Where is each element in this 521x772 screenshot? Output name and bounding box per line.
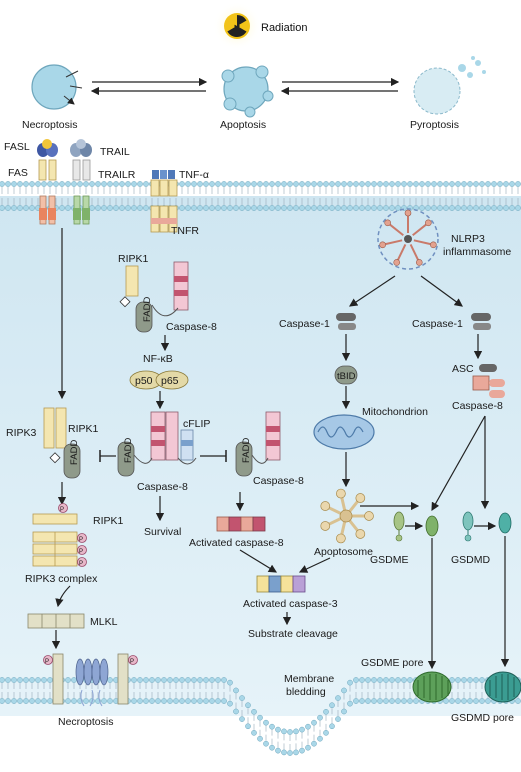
apoptosis-cell-icon <box>221 65 274 118</box>
p-mark-5: P <box>45 659 49 665</box>
mitochondrion-icon <box>313 414 375 450</box>
caspase8-right-label: Caspase-8 <box>253 475 304 487</box>
mlkl-label: MLKL <box>90 616 118 628</box>
cytoplasm-area <box>0 196 521 716</box>
nfkb-label: NF-κB <box>143 353 173 365</box>
cflip-complex <box>117 411 197 477</box>
mlkl-pore-icons <box>43 653 138 707</box>
caspase8-asc-label: Caspase-8 <box>452 400 503 412</box>
nfkb-dimer <box>129 370 189 390</box>
gsdme-pore-icon <box>412 671 452 703</box>
caspase1-left-icon <box>336 313 356 330</box>
p-mark-4: P <box>79 561 83 567</box>
activated-caspase3-icon <box>256 575 306 593</box>
gsdmd-label: GSDMD <box>451 554 491 566</box>
ripk3-label: RIPK3 <box>6 427 37 439</box>
tnf-receptor <box>150 170 178 233</box>
caspase8-right-complex <box>235 411 281 477</box>
p50-label: p50 <box>135 375 153 387</box>
p-mark-1: P <box>60 507 64 513</box>
caspase1-left-label: Caspase-1 <box>279 318 330 330</box>
pyroptosis-cell-icon <box>413 56 486 115</box>
caspase8-top-label: Caspase-8 <box>166 321 217 333</box>
apoptosome-icon <box>320 488 374 544</box>
ripk1-top-label: RIPK1 <box>118 253 149 265</box>
pyroptosis-label: Pyroptosis <box>410 119 459 131</box>
ripk3-complex-label: RIPK3 complex <box>25 573 98 585</box>
p-mark-2: P <box>79 537 83 543</box>
trail-receptor <box>70 139 92 225</box>
gsdme-pore-label: GSDME pore <box>361 657 424 669</box>
tbid-label: tBID <box>337 371 356 382</box>
radiation-label: Radiation <box>261 22 307 34</box>
activated-caspase8-icon <box>216 516 266 532</box>
death-type-arrows <box>90 77 400 96</box>
mlkl-icon <box>27 613 85 629</box>
plasma-membrane-top <box>0 181 521 211</box>
membrane-blebbing-label: Membrane <box>284 673 334 685</box>
fas-receptor <box>37 139 58 225</box>
gsdmd-pore-icon <box>484 671 521 703</box>
necroptosis-cell-icon <box>31 64 83 109</box>
activated-caspase3-label: Activated caspase-3 <box>243 598 338 610</box>
caspase8-mid-label: Caspase-8 <box>137 481 188 493</box>
trailr-label: TRAILR <box>98 169 136 181</box>
tnf-alpha-label: TNF-α <box>179 169 209 181</box>
tnf-complex <box>119 261 189 333</box>
apoptosome-label: Apoptosome <box>314 546 373 558</box>
activated-caspase8-label: Activated caspase-8 <box>189 537 284 549</box>
fasl-label: FASL <box>4 141 30 153</box>
radiation-symbol <box>213 2 261 50</box>
tnfr-label: TNFR <box>171 225 199 237</box>
tbid-icon <box>334 365 358 385</box>
fadd-mid-label: FADD <box>123 438 134 463</box>
survival-label: Survival <box>144 526 181 538</box>
necroptosis-label: Necroptosis <box>22 119 77 131</box>
fas-label: FAS <box>8 167 28 179</box>
ripk1-low-label: RIPK1 <box>93 515 124 527</box>
nlrp3-label: NLRP3 <box>451 233 485 245</box>
p-mark-6: P <box>130 659 134 665</box>
gsdmd-pore-label: GSDMD pore <box>451 712 514 724</box>
membrane-blebbing-label-2: bledding <box>286 686 326 698</box>
caspase1-right-icon <box>471 313 491 330</box>
trail-label: TRAIL <box>100 146 130 158</box>
gsdme-label: GSDME <box>370 554 409 566</box>
cflip-label: cFLIP <box>183 418 210 430</box>
caspase1-right-label: Caspase-1 <box>412 318 463 330</box>
necroptosis-bottom-label: Necroptosis <box>58 716 113 728</box>
ripk3-complex-icon <box>32 503 87 567</box>
ripk1-mid-label: RIPK1 <box>68 423 99 435</box>
fadd-right-label: FADD <box>241 438 252 463</box>
fadd-top-label: FADD <box>142 297 153 322</box>
mitochondrion-label: Mitochondrion <box>362 406 428 418</box>
asc-caspase8-icon <box>472 364 505 398</box>
p-mark-3: P <box>79 549 83 555</box>
gsdme-icon <box>393 511 439 542</box>
fadd-left-label: FADD <box>69 440 80 465</box>
nlrp3-inflammasome-icon <box>377 208 439 270</box>
inflammasome-label: inflammasome <box>443 246 511 258</box>
gsdmd-icon <box>462 511 512 542</box>
asc-label: ASC <box>452 363 474 375</box>
substrate-cleavage-label: Substrate cleavage <box>248 628 338 640</box>
p65-label: p65 <box>161 375 179 387</box>
apoptosis-label: Apoptosis <box>220 119 266 131</box>
ripoptosome <box>43 407 81 479</box>
